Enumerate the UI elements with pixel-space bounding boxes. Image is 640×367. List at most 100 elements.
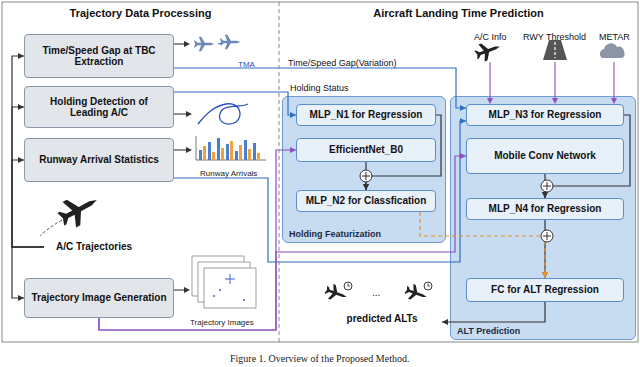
node-text: MLP_N4 for Regression — [489, 203, 602, 215]
label-text: A/C Info — [474, 32, 507, 42]
arrow-head — [542, 192, 548, 198]
arrow-head — [487, 98, 493, 104]
arrow-head — [460, 153, 466, 159]
connector — [174, 68, 466, 111]
arrow-head — [186, 147, 192, 153]
connector — [99, 147, 296, 330]
connector — [12, 104, 44, 247]
model-box: MLP_N1 for Regression — [296, 104, 436, 126]
sum-circle — [541, 230, 553, 242]
connector — [12, 157, 44, 247]
arrow-head — [460, 105, 466, 111]
connector — [442, 302, 545, 325]
arrow-head — [611, 98, 617, 104]
label-text: Runway Arrivals — [200, 169, 257, 178]
sum-plus — [543, 232, 551, 240]
connector-line — [174, 92, 296, 115]
model-box: MLP_N3 for Regression — [466, 104, 624, 126]
node-text: Trajectory Image Generation — [31, 292, 166, 304]
node-text: MLP_N2 for Classfication — [306, 195, 427, 207]
connector-line — [366, 115, 441, 190]
bar — [199, 150, 202, 160]
connector-line — [174, 121, 466, 262]
leader-arrow — [174, 113, 188, 114]
clock-icon — [424, 282, 432, 290]
clock-hands — [348, 284, 350, 287]
label-text: Figure 1. Overview of the Proposed Metho… — [230, 353, 409, 364]
bar — [239, 145, 242, 160]
bar — [226, 144, 229, 160]
bar — [244, 140, 247, 160]
node-text: Holding Featurization — [289, 229, 381, 239]
bar — [208, 142, 211, 160]
arrow-head — [18, 295, 24, 301]
text-holder: Figure 1. Overview of the Proposed Metho… — [230, 348, 409, 366]
model-box: MLP_N2 for Classfication — [296, 190, 436, 212]
text-holder: METAR — [599, 26, 630, 44]
connector — [420, 212, 548, 278]
connector-line — [420, 212, 545, 278]
bar — [248, 149, 251, 160]
sum-circle — [541, 180, 553, 192]
clock-hands — [428, 284, 430, 287]
module-group: ALT PredictionMLP_N3 for RegressionMobil… — [450, 96, 636, 340]
arrow-head — [363, 184, 369, 190]
label-text: Time/Speed Gap(Variation) — [288, 58, 397, 68]
connector-line — [99, 150, 296, 330]
arrow-head — [542, 272, 548, 278]
text-holder: RWY Threshold — [523, 26, 586, 44]
arrow-head — [18, 157, 24, 163]
label-text: ... — [372, 287, 380, 298]
bar — [257, 153, 260, 160]
label-text: METAR — [599, 32, 630, 42]
arrow-head — [18, 53, 24, 59]
bar — [230, 141, 233, 160]
bar — [212, 152, 215, 160]
connector — [12, 53, 44, 247]
node-text: Mobile Conv Network — [494, 150, 596, 162]
gap-mark — [218, 43, 222, 44]
arrow-head — [184, 41, 190, 47]
clock-icon — [344, 282, 352, 290]
outer-frame — [2, 2, 638, 342]
plane-icon — [194, 37, 214, 51]
connector-line — [442, 302, 545, 322]
node-text: Time/Speed Gap at TBC Extraction — [31, 45, 167, 68]
arrow-head — [363, 184, 369, 190]
track-dot — [213, 295, 215, 297]
arrow-head — [460, 118, 466, 124]
label-text: Holding Status — [290, 83, 349, 93]
text-holder: Time/Speed Gap(Variation) — [288, 52, 397, 70]
node-text: A/C Trajectories — [56, 241, 132, 253]
process-box: Runway Arrival Statistics — [24, 138, 174, 182]
connector-line — [174, 68, 466, 108]
model-box: EfficientNet_B0 — [296, 138, 436, 162]
process-box: Holding Detection of Leading A/C — [24, 86, 174, 128]
arrow-head — [442, 319, 448, 325]
node-text: Runway Arrival Statistics — [39, 154, 159, 166]
node-text: MLP_N3 for Regression — [489, 109, 602, 121]
chart-axis — [196, 136, 197, 160]
label-text: RWY Threshold — [523, 32, 586, 42]
cloud-icon — [600, 43, 625, 58]
track-dot — [219, 289, 221, 291]
connector — [174, 118, 466, 262]
process-box: Trajectory Image Generation — [24, 278, 174, 318]
arrow-head — [186, 111, 192, 117]
runway-stripe — [554, 42, 555, 58]
model-box: FC for ALT Regression — [466, 278, 624, 302]
arrow-head — [542, 272, 548, 278]
node-text: MLP_N1 for Regression — [310, 109, 423, 121]
text-holder: TMA — [238, 53, 255, 71]
connector — [363, 162, 369, 190]
arrow-head — [290, 147, 296, 153]
input-arrow — [613, 62, 614, 98]
arrow-head — [542, 192, 548, 198]
trajectory-images — [174, 256, 256, 308]
bar — [253, 143, 256, 160]
sum-plus — [543, 182, 551, 190]
divider-line — [279, 2, 280, 342]
text-holder: Trajectory Images — [190, 311, 254, 329]
sum-nodes — [360, 170, 553, 242]
